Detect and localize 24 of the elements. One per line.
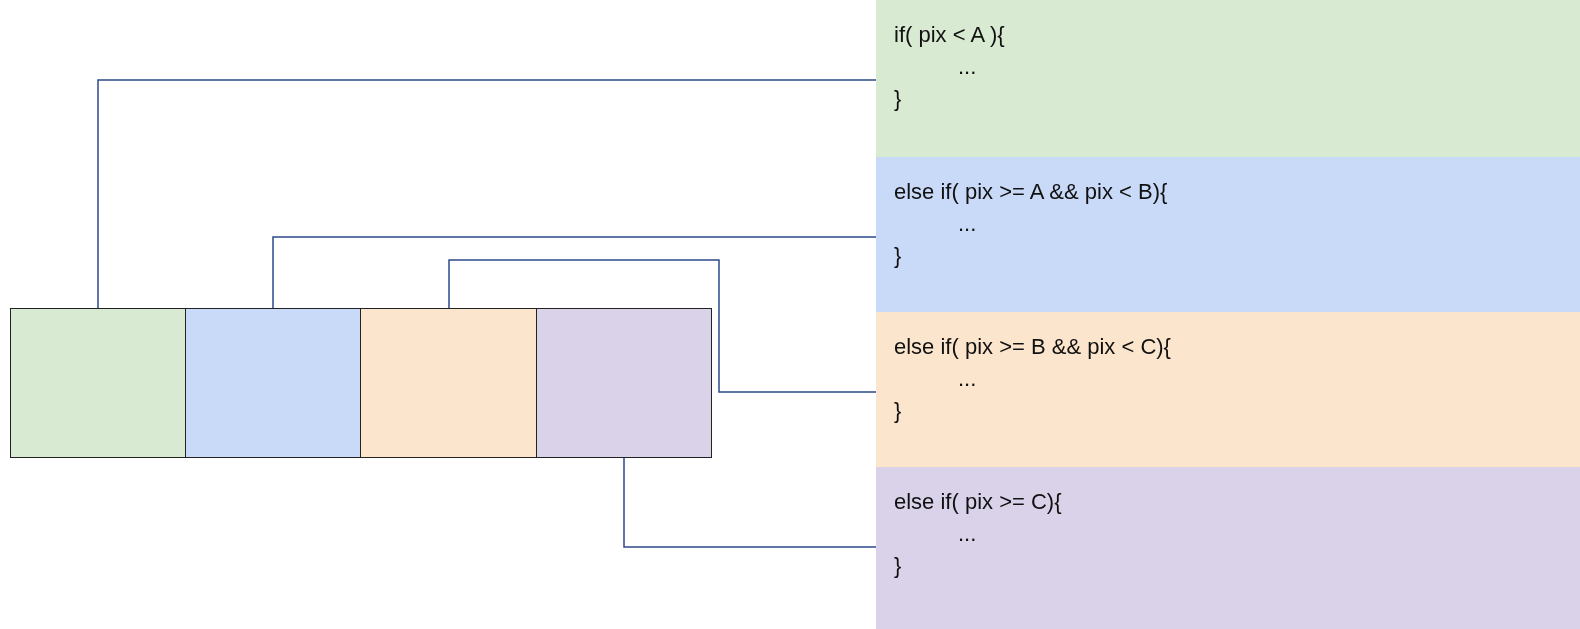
code-line: } xyxy=(894,242,902,270)
connector-line xyxy=(448,259,877,393)
code-line: if( pix < A ){ xyxy=(894,21,1005,49)
code-panel xyxy=(876,467,1580,629)
code-line: ... xyxy=(958,365,977,393)
code-line: else if( pix >= A && pix < B){ xyxy=(894,178,1168,206)
code-line: ... xyxy=(958,210,977,238)
code-line: ... xyxy=(958,520,977,548)
code-line: else if( pix >= C){ xyxy=(894,488,1062,516)
color-block xyxy=(10,308,186,458)
code-panel xyxy=(876,157,1580,312)
code-line: } xyxy=(894,552,902,580)
connector-line xyxy=(97,79,877,309)
color-block xyxy=(536,308,712,458)
connector-line xyxy=(623,457,877,548)
code-line: } xyxy=(894,397,902,425)
code-panel xyxy=(876,312,1580,467)
code-panel xyxy=(876,0,1580,157)
color-block xyxy=(360,308,537,458)
code-line: ... xyxy=(958,53,977,81)
connector-line xyxy=(272,236,877,309)
code-line: } xyxy=(894,85,902,113)
color-block xyxy=(185,308,361,458)
code-line: else if( pix >= B && pix < C){ xyxy=(894,333,1171,361)
